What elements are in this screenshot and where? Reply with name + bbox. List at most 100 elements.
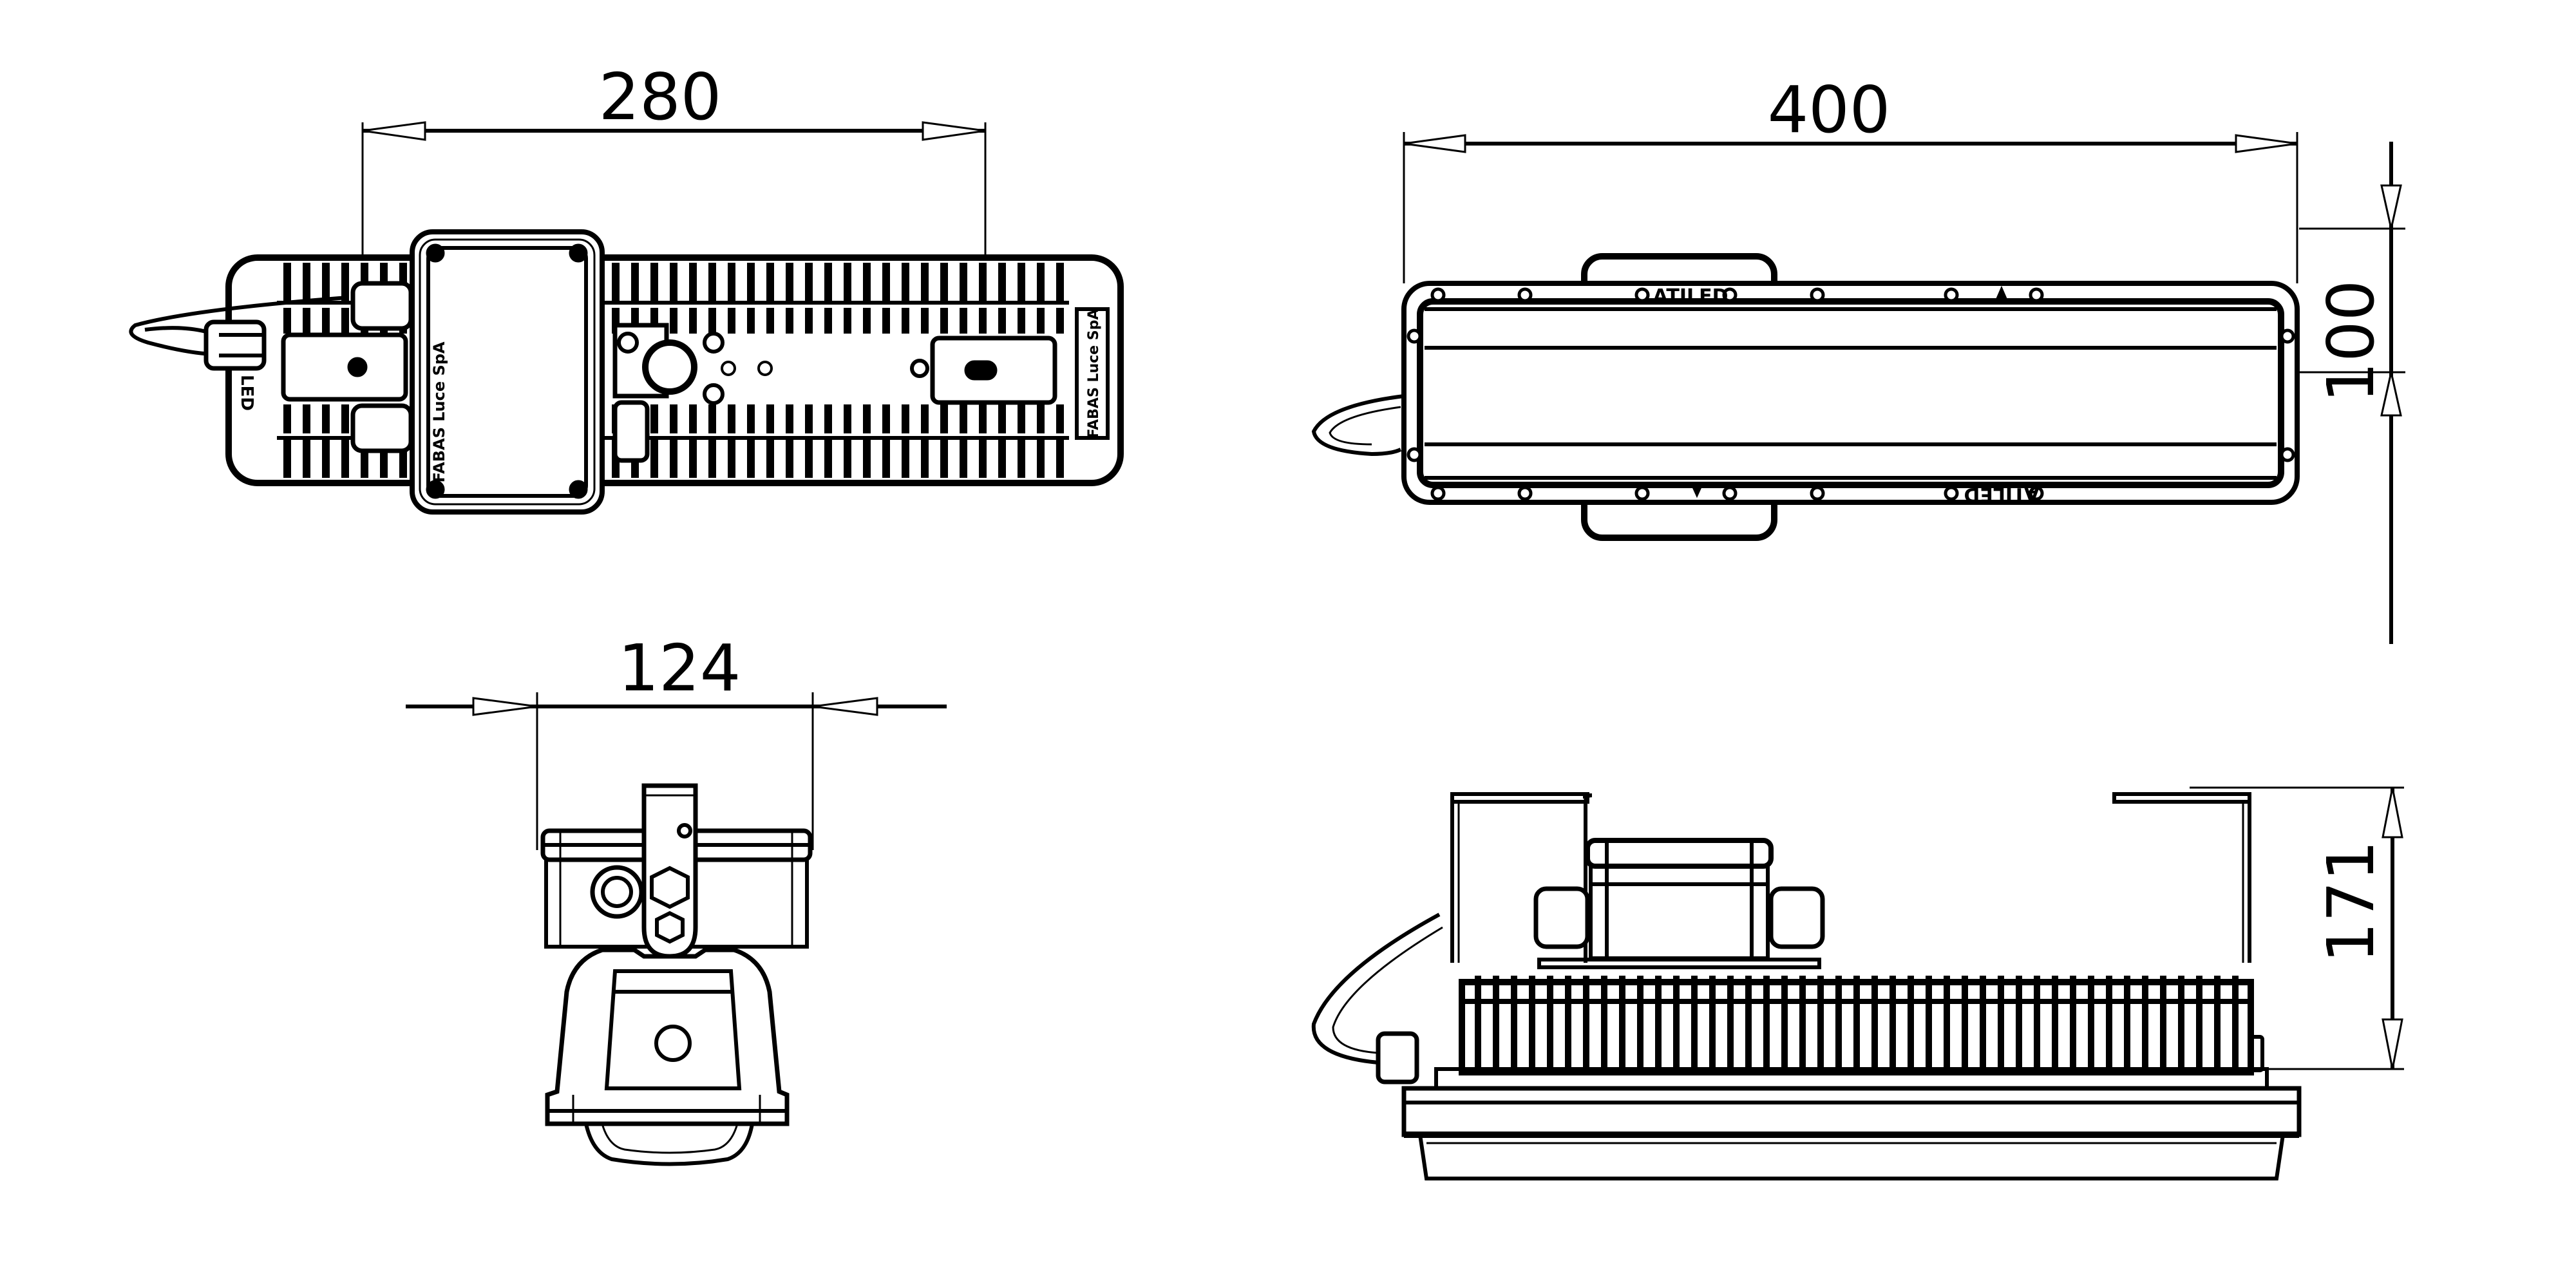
housing-face	[604, 969, 742, 1090]
fin	[708, 308, 716, 334]
fin	[1781, 976, 1788, 1072]
fin	[805, 263, 813, 303]
fin	[1056, 263, 1064, 303]
fin	[650, 438, 658, 478]
fin	[979, 263, 987, 303]
fin	[2088, 976, 2094, 1072]
arrowhead-top-icon	[2380, 184, 2402, 229]
fin	[1037, 263, 1045, 303]
fin	[921, 263, 929, 303]
fin	[322, 438, 330, 478]
arrowhead-bottom-icon	[2382, 1018, 2403, 1070]
heatsink-fins	[1462, 976, 2251, 1072]
screw-icon	[1634, 486, 1650, 501]
fin	[786, 404, 793, 433]
diffuser-outline	[1417, 298, 2284, 488]
fin	[998, 308, 1006, 334]
fin	[650, 404, 658, 433]
driver-plate	[612, 323, 773, 463]
gland-port	[642, 339, 697, 395]
brand-label-top: ATILED	[1653, 285, 1728, 308]
cable-gland-lower	[350, 403, 413, 453]
fin	[998, 263, 1006, 303]
fin	[1018, 263, 1025, 303]
fin	[921, 404, 929, 433]
bracket-slot-right	[964, 360, 998, 381]
screw-icon	[910, 359, 929, 378]
fin	[805, 308, 813, 334]
end-cap	[2249, 1035, 2264, 1072]
fin	[1037, 438, 1045, 478]
fin	[902, 308, 909, 334]
fin	[882, 404, 890, 433]
fin	[960, 263, 967, 303]
fin	[960, 308, 967, 334]
lamp-housing	[545, 947, 790, 1126]
dimension-400: 400	[1403, 72, 2298, 283]
arrowhead-right-icon	[812, 697, 878, 716]
fin	[940, 438, 948, 478]
fin	[689, 404, 697, 433]
fin	[612, 263, 620, 303]
fin	[670, 438, 677, 478]
cover-brand-label: FABAS Luce SpA	[430, 341, 448, 482]
fin	[631, 263, 639, 303]
screw-icon	[569, 243, 588, 263]
cable-gland-right	[1768, 886, 1825, 949]
bracket-right-top	[2112, 792, 2251, 804]
fin	[728, 263, 735, 303]
fin	[322, 404, 330, 433]
screw-icon	[1722, 486, 1738, 501]
fin	[882, 438, 890, 478]
fin	[283, 308, 291, 334]
fin	[728, 438, 735, 478]
warning-triangle-icon	[1690, 482, 1704, 498]
fin	[1889, 976, 1896, 1072]
screw-icon	[2029, 486, 2044, 501]
fin	[1817, 976, 1824, 1072]
fin	[341, 404, 349, 433]
heatsink-fins	[283, 263, 1064, 478]
fin	[283, 438, 291, 478]
dimension-100: 100	[2299, 142, 2405, 644]
fin	[979, 438, 987, 478]
fin	[882, 308, 890, 334]
fin	[1056, 438, 1064, 478]
cable-gland-left	[1533, 886, 1590, 949]
brand-label-bottom: ATILED	[1964, 483, 2039, 506]
dimension-280: 280	[361, 59, 987, 258]
fin	[1037, 308, 1045, 334]
fin	[940, 308, 948, 334]
fin	[805, 404, 813, 433]
fin	[708, 438, 716, 478]
fin	[2070, 976, 2076, 1072]
fin	[341, 263, 349, 303]
junction-box-body	[1589, 882, 1770, 960]
arrowhead-left-icon	[1403, 134, 1466, 153]
arrowhead-bottom-icon	[2380, 372, 2402, 417]
arrowhead-right-icon	[922, 121, 986, 141]
fin	[2196, 976, 2202, 1072]
heatsink-base	[1434, 1067, 2269, 1090]
junction-box-cover	[426, 246, 588, 498]
fin	[2016, 976, 2022, 1072]
cable	[1311, 394, 1405, 457]
mounting-bracket-left	[281, 332, 408, 402]
side-label-plate	[1075, 307, 1110, 440]
fin	[747, 308, 755, 334]
junction-box-rim	[1589, 864, 1770, 886]
arrowhead-top-icon	[2382, 787, 2403, 838]
fin	[882, 263, 890, 303]
fin	[2106, 976, 2112, 1072]
fin	[921, 438, 929, 478]
fin	[863, 308, 871, 334]
cable-gland-upper	[350, 281, 413, 331]
cable-gland	[204, 319, 267, 371]
fin	[979, 404, 987, 433]
cable-gland	[590, 865, 644, 919]
dimension-124: 124	[406, 630, 947, 850]
screw-icon	[703, 332, 724, 354]
cable-gland-center	[612, 400, 650, 463]
fin	[766, 438, 774, 478]
fin	[2214, 976, 2221, 1072]
